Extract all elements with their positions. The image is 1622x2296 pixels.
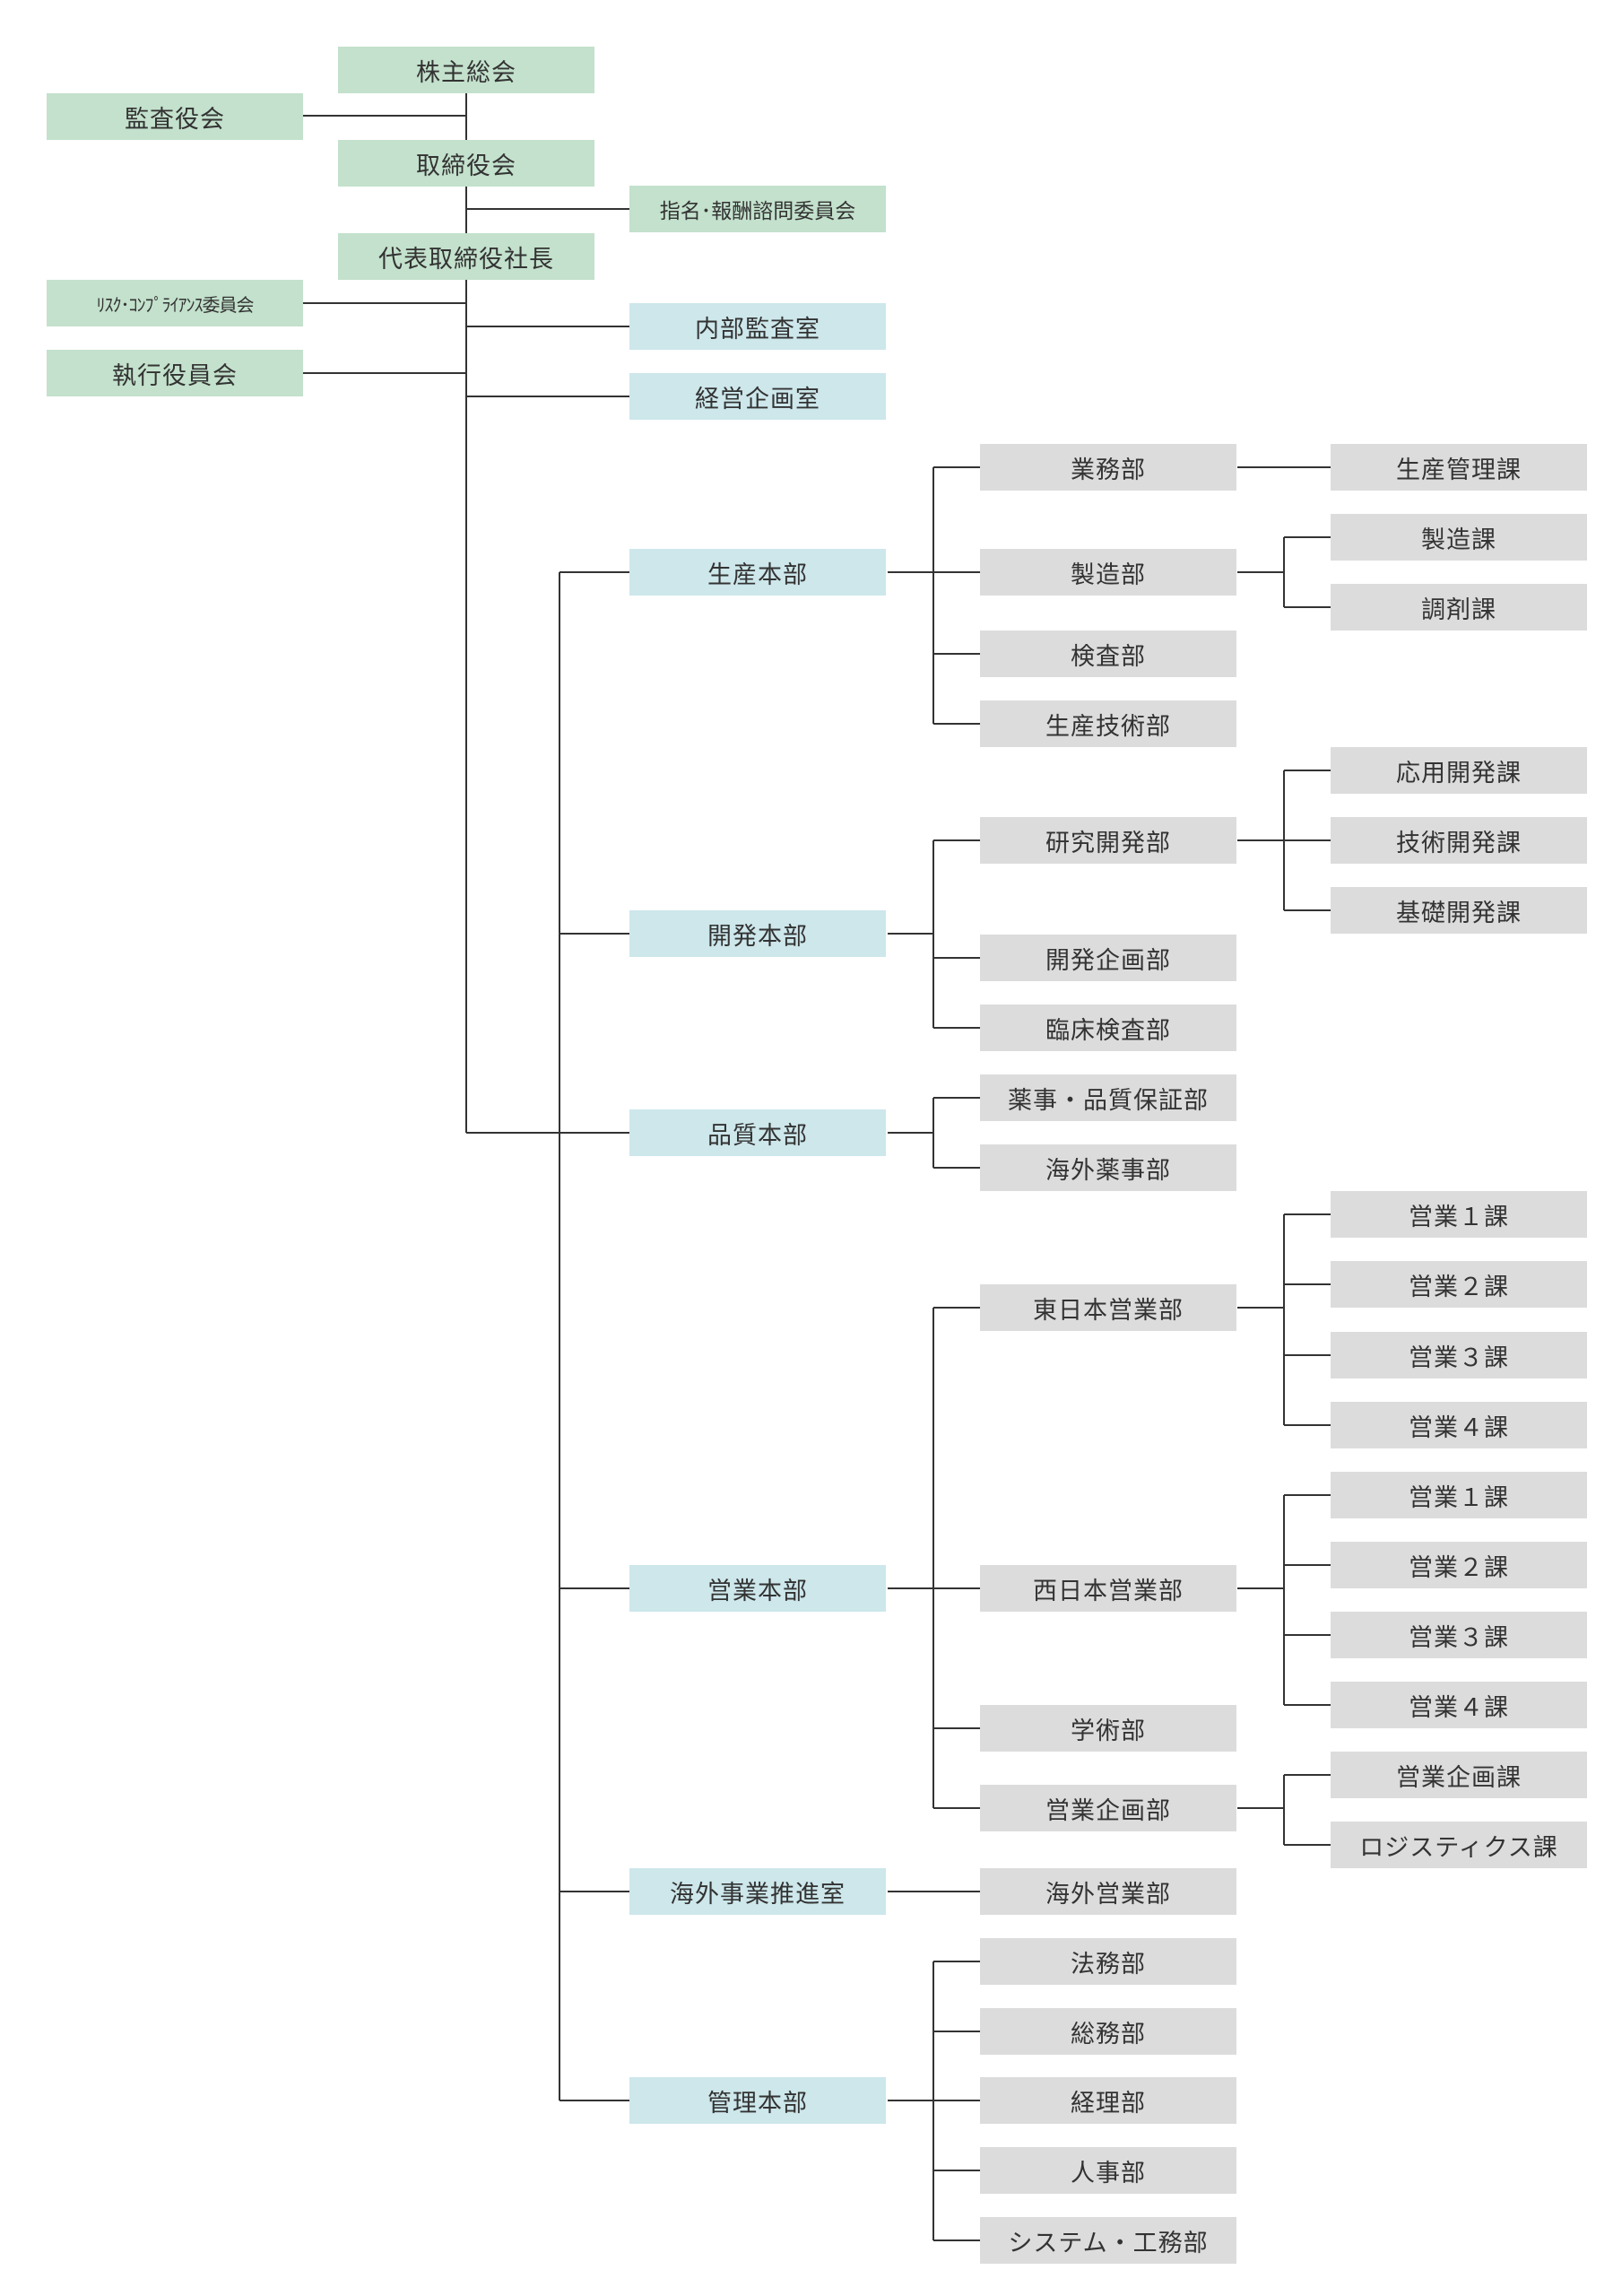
dept-box: 薬事・品質保証部 [980,1074,1236,1121]
dept-box: 人事部 [980,2147,1236,2194]
dept-box: 総務部 [980,2008,1236,2055]
section-box: 調剤課 [1331,584,1587,631]
section-box: 営業２課 [1331,1261,1587,1308]
production-division-box: 生産本部 [629,549,886,596]
dept-box: 経理部 [980,2077,1236,2124]
section-box: ロジスティクス課 [1331,1822,1587,1868]
section-box: 生産管理課 [1331,444,1587,491]
dept-box: 研究開発部 [980,817,1236,864]
president-box: 代表取締役社長 [338,233,594,280]
dept-box: 海外薬事部 [980,1144,1236,1191]
dept-box: 業務部 [980,444,1236,491]
sales-division-box: 営業本部 [629,1565,886,1612]
section-box: 製造課 [1331,514,1587,561]
corporate-planning-box: 経営企画室 [629,373,886,420]
dept-box: 東日本営業部 [980,1284,1236,1331]
section-box: 営業３課 [1331,1332,1587,1378]
dept-box: 営業企画部 [980,1785,1236,1831]
admin-division-box: 管理本部 [629,2077,886,2124]
shareholders-meeting-box: 株主総会 [338,47,594,93]
dept-box: 海外営業部 [980,1868,1236,1915]
section-box: 営業２課 [1331,1542,1587,1588]
section-box: 営業３課 [1331,1612,1587,1658]
section-box: 営業４課 [1331,1402,1587,1448]
audit-board-box: 監査役会 [47,93,303,140]
section-box: 営業企画課 [1331,1752,1587,1798]
board-of-directors-box: 取締役会 [338,140,594,187]
dept-box: 西日本営業部 [980,1565,1236,1612]
section-box: 技術開発課 [1331,817,1587,864]
quality-division-box: 品質本部 [629,1109,886,1156]
development-division-box: 開発本部 [629,910,886,957]
risk-compliance-committee-box: ﾘｽｸ･ｺﾝﾌﾟﾗｲｱﾝｽ委員会 [47,280,303,326]
dept-box: 法務部 [980,1938,1236,1985]
dept-box: 臨床検査部 [980,1004,1236,1051]
nomination-committee-box: 指名･報酬諮問委員会 [629,186,886,232]
section-box: 営業４課 [1331,1682,1587,1728]
internal-audit-box: 内部監査室 [629,303,886,350]
dept-box: 学術部 [980,1705,1236,1752]
dept-box: 開発企画部 [980,935,1236,981]
dept-box: システム・工務部 [980,2217,1236,2264]
section-box: 営業１課 [1331,1472,1587,1518]
dept-box: 検査部 [980,631,1236,677]
section-box: 基礎開発課 [1331,887,1587,934]
dept-box: 製造部 [980,549,1236,596]
section-box: 応用開発課 [1331,747,1587,794]
section-box: 営業１課 [1331,1191,1587,1238]
dept-box: 生産技術部 [980,700,1236,747]
executive-committee-box: 執行役員会 [47,350,303,396]
overseas-business-office-box: 海外事業推進室 [629,1868,886,1915]
